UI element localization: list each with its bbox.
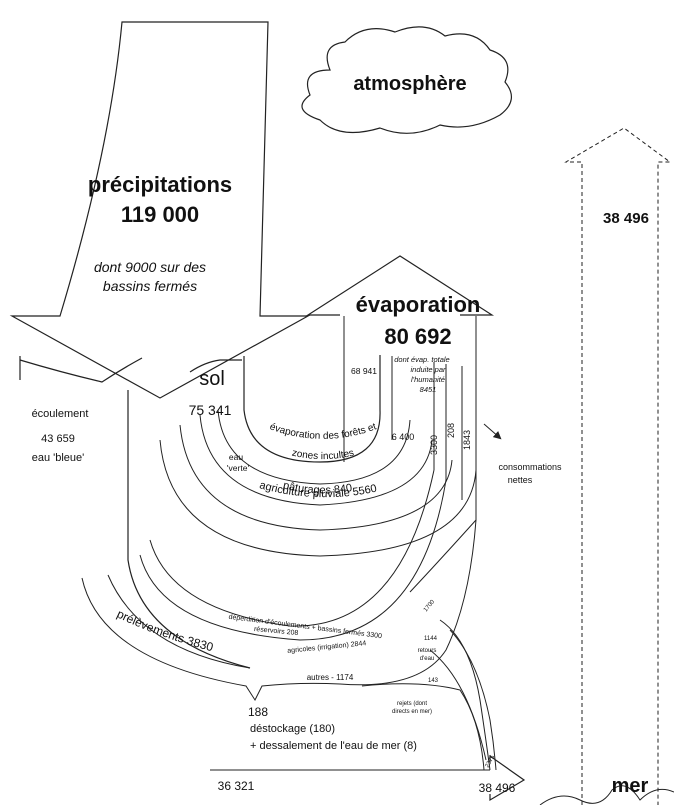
- flux-6400: 6 400: [392, 432, 415, 442]
- flux-1843: 1843: [462, 430, 472, 450]
- rejets-line-1: rejets (dont: [397, 701, 427, 707]
- flux-1144: 1144: [424, 636, 438, 642]
- return-flux-arrow: [564, 127, 672, 805]
- consommations-line-2: nettes: [508, 475, 533, 485]
- destockage-line-2: + dessalement de l'eau de mer (8): [250, 740, 417, 752]
- precipitation-note-1: dont 9000 sur des: [94, 259, 206, 275]
- sol-value: 75 341: [189, 402, 232, 418]
- arc-agricoles: agricoles (irrigation) 2844: [287, 640, 367, 655]
- arc-forets-2: zones incultes: [291, 448, 355, 463]
- precipitation-label: précipitations: [88, 172, 232, 197]
- ecoulement-value: 43 659: [41, 433, 75, 445]
- eau-verte-line-2: 'verte': [227, 463, 250, 473]
- atmosphere-cloud: atmosphère: [301, 26, 512, 134]
- destockage-value: 188: [248, 705, 268, 719]
- return-flux-value: 38 496: [603, 210, 649, 227]
- evaporation-note-1: dont évap. totale: [394, 355, 449, 364]
- atmosphere-label: atmosphère: [353, 73, 466, 95]
- flux-68941: 68 941: [351, 366, 377, 376]
- evaporation-value: 80 692: [384, 324, 451, 349]
- flux-1700: 1700: [423, 599, 437, 614]
- flux-208: 208: [446, 423, 456, 438]
- evaporation-note-3: l'humanité: [411, 375, 445, 384]
- consommations-arrow: [483, 423, 502, 440]
- retours-line-2: d'eau: [420, 656, 435, 662]
- ecoulement-note: eau 'bleue': [32, 452, 85, 464]
- eau-verte-line-1: eau: [229, 452, 243, 462]
- evaporation-arrow: [305, 255, 495, 316]
- sol-label: sol: [199, 368, 225, 390]
- autres-label: autres - 1174: [307, 673, 354, 682]
- flux-38496-bottom: 38 496: [479, 781, 516, 795]
- precipitation-value: 119 000: [121, 202, 199, 227]
- evaporation-note-4: 8451: [420, 385, 437, 394]
- precipitation-note-2: bassins fermés: [103, 278, 197, 294]
- evaporation-label: évaporation: [356, 292, 481, 317]
- retours-line-1: retours: [418, 648, 437, 654]
- sea-wave: [539, 785, 674, 805]
- sea-label: mer: [612, 775, 649, 797]
- destockage-line-1: déstockage (180): [250, 723, 335, 735]
- flux-143: 143: [428, 678, 439, 684]
- flow-lines: [19, 316, 526, 802]
- flux-36321: 36 321: [218, 779, 255, 793]
- evaporation-note-2: induite par: [410, 365, 446, 374]
- arc-prelevements: prélèvements 3830: [115, 607, 215, 655]
- arc-forets-1: évaporation des forêts et: [268, 421, 378, 442]
- ecoulement-label: écoulement: [32, 408, 89, 420]
- consommations-line-1: consommations: [498, 462, 562, 472]
- rejets-line-2: directs en mer): [392, 709, 432, 715]
- precipitation-arrow: [9, 21, 311, 399]
- arc-reservoirs: réservoirs 208: [254, 626, 299, 637]
- arc-deperdition: déperdition d'écoulements + bassins ferm…: [228, 614, 382, 640]
- arc-agriculture: agriculture pluviale 5560: [258, 479, 378, 500]
- flux-3300: 3300: [429, 435, 439, 455]
